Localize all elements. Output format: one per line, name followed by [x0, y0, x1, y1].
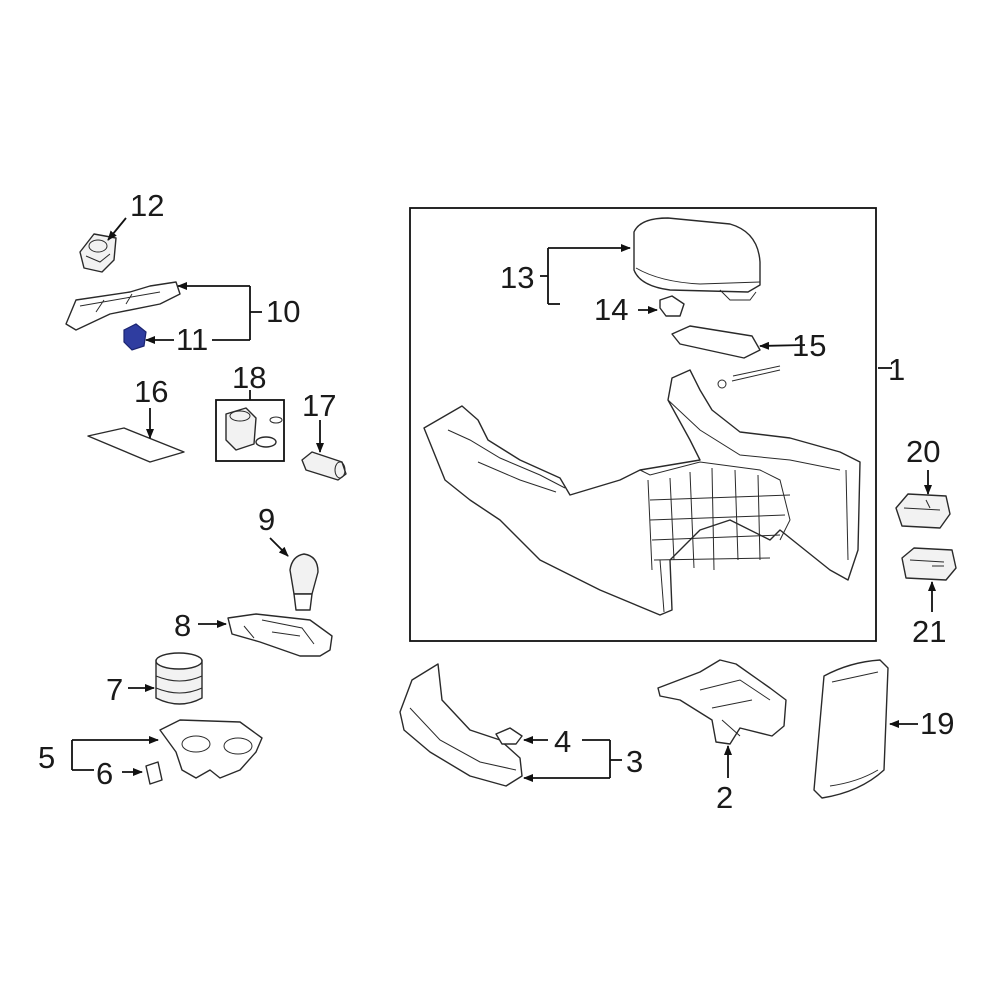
- callout-17: 17: [302, 388, 336, 423]
- console-assembly-box: [409, 207, 877, 642]
- power-socket[interactable]: [225, 407, 283, 451]
- callout-7: 7: [106, 672, 123, 707]
- cup-holder-insert[interactable]: [155, 652, 203, 705]
- callout-5: 5: [38, 740, 55, 775]
- leader-15: [759, 341, 806, 350]
- armrest-clip[interactable]: [659, 295, 685, 317]
- callout-21: 21: [912, 614, 946, 649]
- callout-10: 10: [266, 294, 300, 329]
- console-side-panel[interactable]: [399, 663, 523, 787]
- leader-9: [269, 537, 289, 557]
- cup-holder-clip[interactable]: [145, 761, 163, 785]
- cup-holder[interactable]: [159, 719, 263, 779]
- callout-15: 15: [792, 328, 826, 363]
- console-mount-bracket[interactable]: [657, 659, 787, 745]
- callout-12: 12: [130, 188, 164, 223]
- console-body[interactable]: [423, 365, 861, 616]
- callout-8: 8: [174, 608, 191, 643]
- shift-knob[interactable]: [289, 553, 319, 611]
- callout-14: 14: [594, 292, 628, 327]
- shift-bezel[interactable]: [227, 613, 333, 657]
- side-panel-clip[interactable]: [495, 727, 523, 745]
- shift-switch[interactable]: [79, 233, 117, 273]
- heater-switch[interactable]: [895, 493, 951, 529]
- callout-4: 4: [554, 724, 571, 759]
- console-clip-highlight[interactable]: [123, 323, 147, 351]
- tray-mat[interactable]: [87, 427, 185, 463]
- callout-9: 9: [258, 502, 275, 537]
- callout-2: 2: [716, 780, 733, 815]
- callout-20: 20: [906, 434, 940, 469]
- console-rear-panel[interactable]: [813, 659, 889, 799]
- socket-plug[interactable]: [301, 451, 347, 481]
- usb-port[interactable]: [901, 547, 957, 581]
- callout-11: 11: [176, 322, 208, 357]
- console-bracket[interactable]: [65, 281, 181, 331]
- callout-3: 3: [626, 744, 643, 779]
- console-pad[interactable]: [671, 325, 761, 359]
- armrest-lid[interactable]: [633, 217, 761, 301]
- callout-16: 16: [134, 374, 168, 409]
- callout-13: 13: [500, 260, 534, 295]
- callout-19: 19: [920, 706, 954, 741]
- callout-18: 18: [232, 360, 266, 395]
- callout-1: 1: [888, 352, 905, 387]
- callout-6: 6: [96, 756, 113, 791]
- leader-12: [107, 217, 127, 241]
